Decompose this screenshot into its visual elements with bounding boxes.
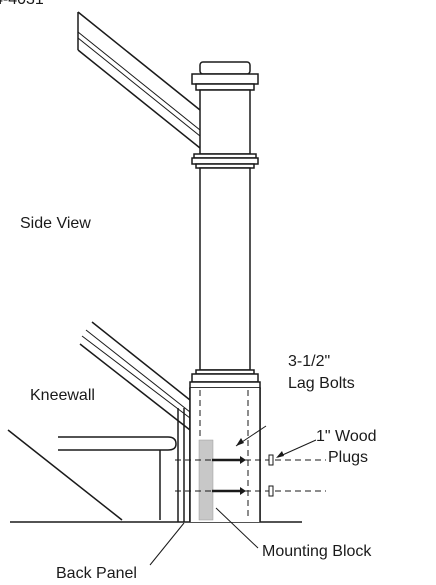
- wood-plug-upper: [268, 454, 274, 466]
- side-view-label: Side View: [20, 215, 91, 232]
- mounting-block-label: Mounting Block: [262, 543, 372, 560]
- lag-bolt-lower-head-icon: [240, 487, 246, 495]
- mounting-block: [198, 439, 214, 521]
- leader-lines: [149, 425, 317, 566]
- top-partial-label: 4-4031: [0, 0, 44, 8]
- lower-handrail: [79, 321, 191, 431]
- wood-plugs-label-line1: 1" Wood: [316, 428, 377, 445]
- lag-bolts: [175, 456, 326, 495]
- kneewall-label: Kneewall: [30, 387, 95, 404]
- kneewall: [7, 408, 191, 522]
- lag-bolt-upper-head-icon: [240, 456, 246, 464]
- upper-handrail: [77, 11, 201, 149]
- back-panel-label: Back Panel: [56, 565, 137, 580]
- lag-bolts-label-line2: Lag Bolts: [288, 375, 355, 392]
- wood-plugs: [268, 454, 274, 497]
- wood-plug-lower: [268, 485, 274, 497]
- lag-bolts-label-line1: 3-1/2": [288, 353, 330, 370]
- wood-plugs-label-line2: Plugs: [328, 449, 368, 466]
